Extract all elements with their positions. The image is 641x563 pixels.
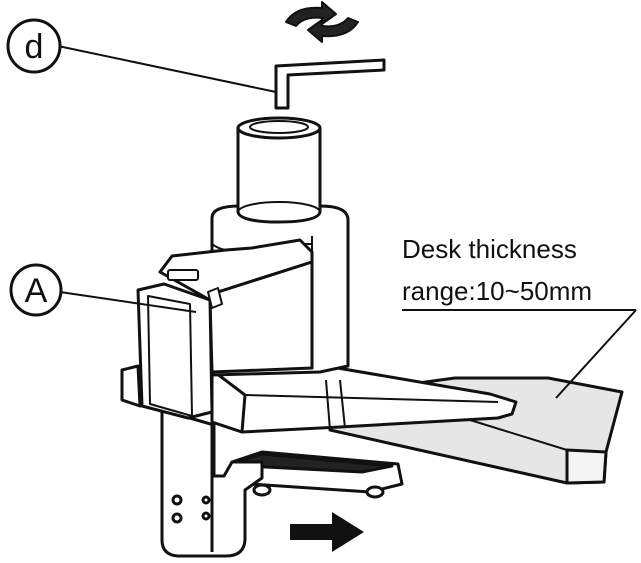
callout-a-label: A [25, 272, 48, 310]
front-housing [120, 238, 314, 420]
desk-thickness-note: Desk thickness range:10~50mm [402, 234, 637, 399]
note-line-1: Desk thickness [402, 234, 577, 264]
clamp-bracket [160, 408, 264, 558]
note-line-2: range:10~50mm [402, 276, 592, 306]
rotate-arrows-icon [285, 1, 359, 43]
callout-a: A [9, 263, 197, 317]
clamp-arm [210, 363, 518, 434]
callout-d: d [6, 18, 277, 93]
note-leader-line [555, 309, 637, 399]
push-arrow-right-icon [290, 512, 364, 552]
top-cylinder [236, 116, 322, 224]
allen-key [274, 58, 386, 110]
callout-d-label: d [25, 28, 44, 66]
clamp-pad [230, 450, 404, 499]
